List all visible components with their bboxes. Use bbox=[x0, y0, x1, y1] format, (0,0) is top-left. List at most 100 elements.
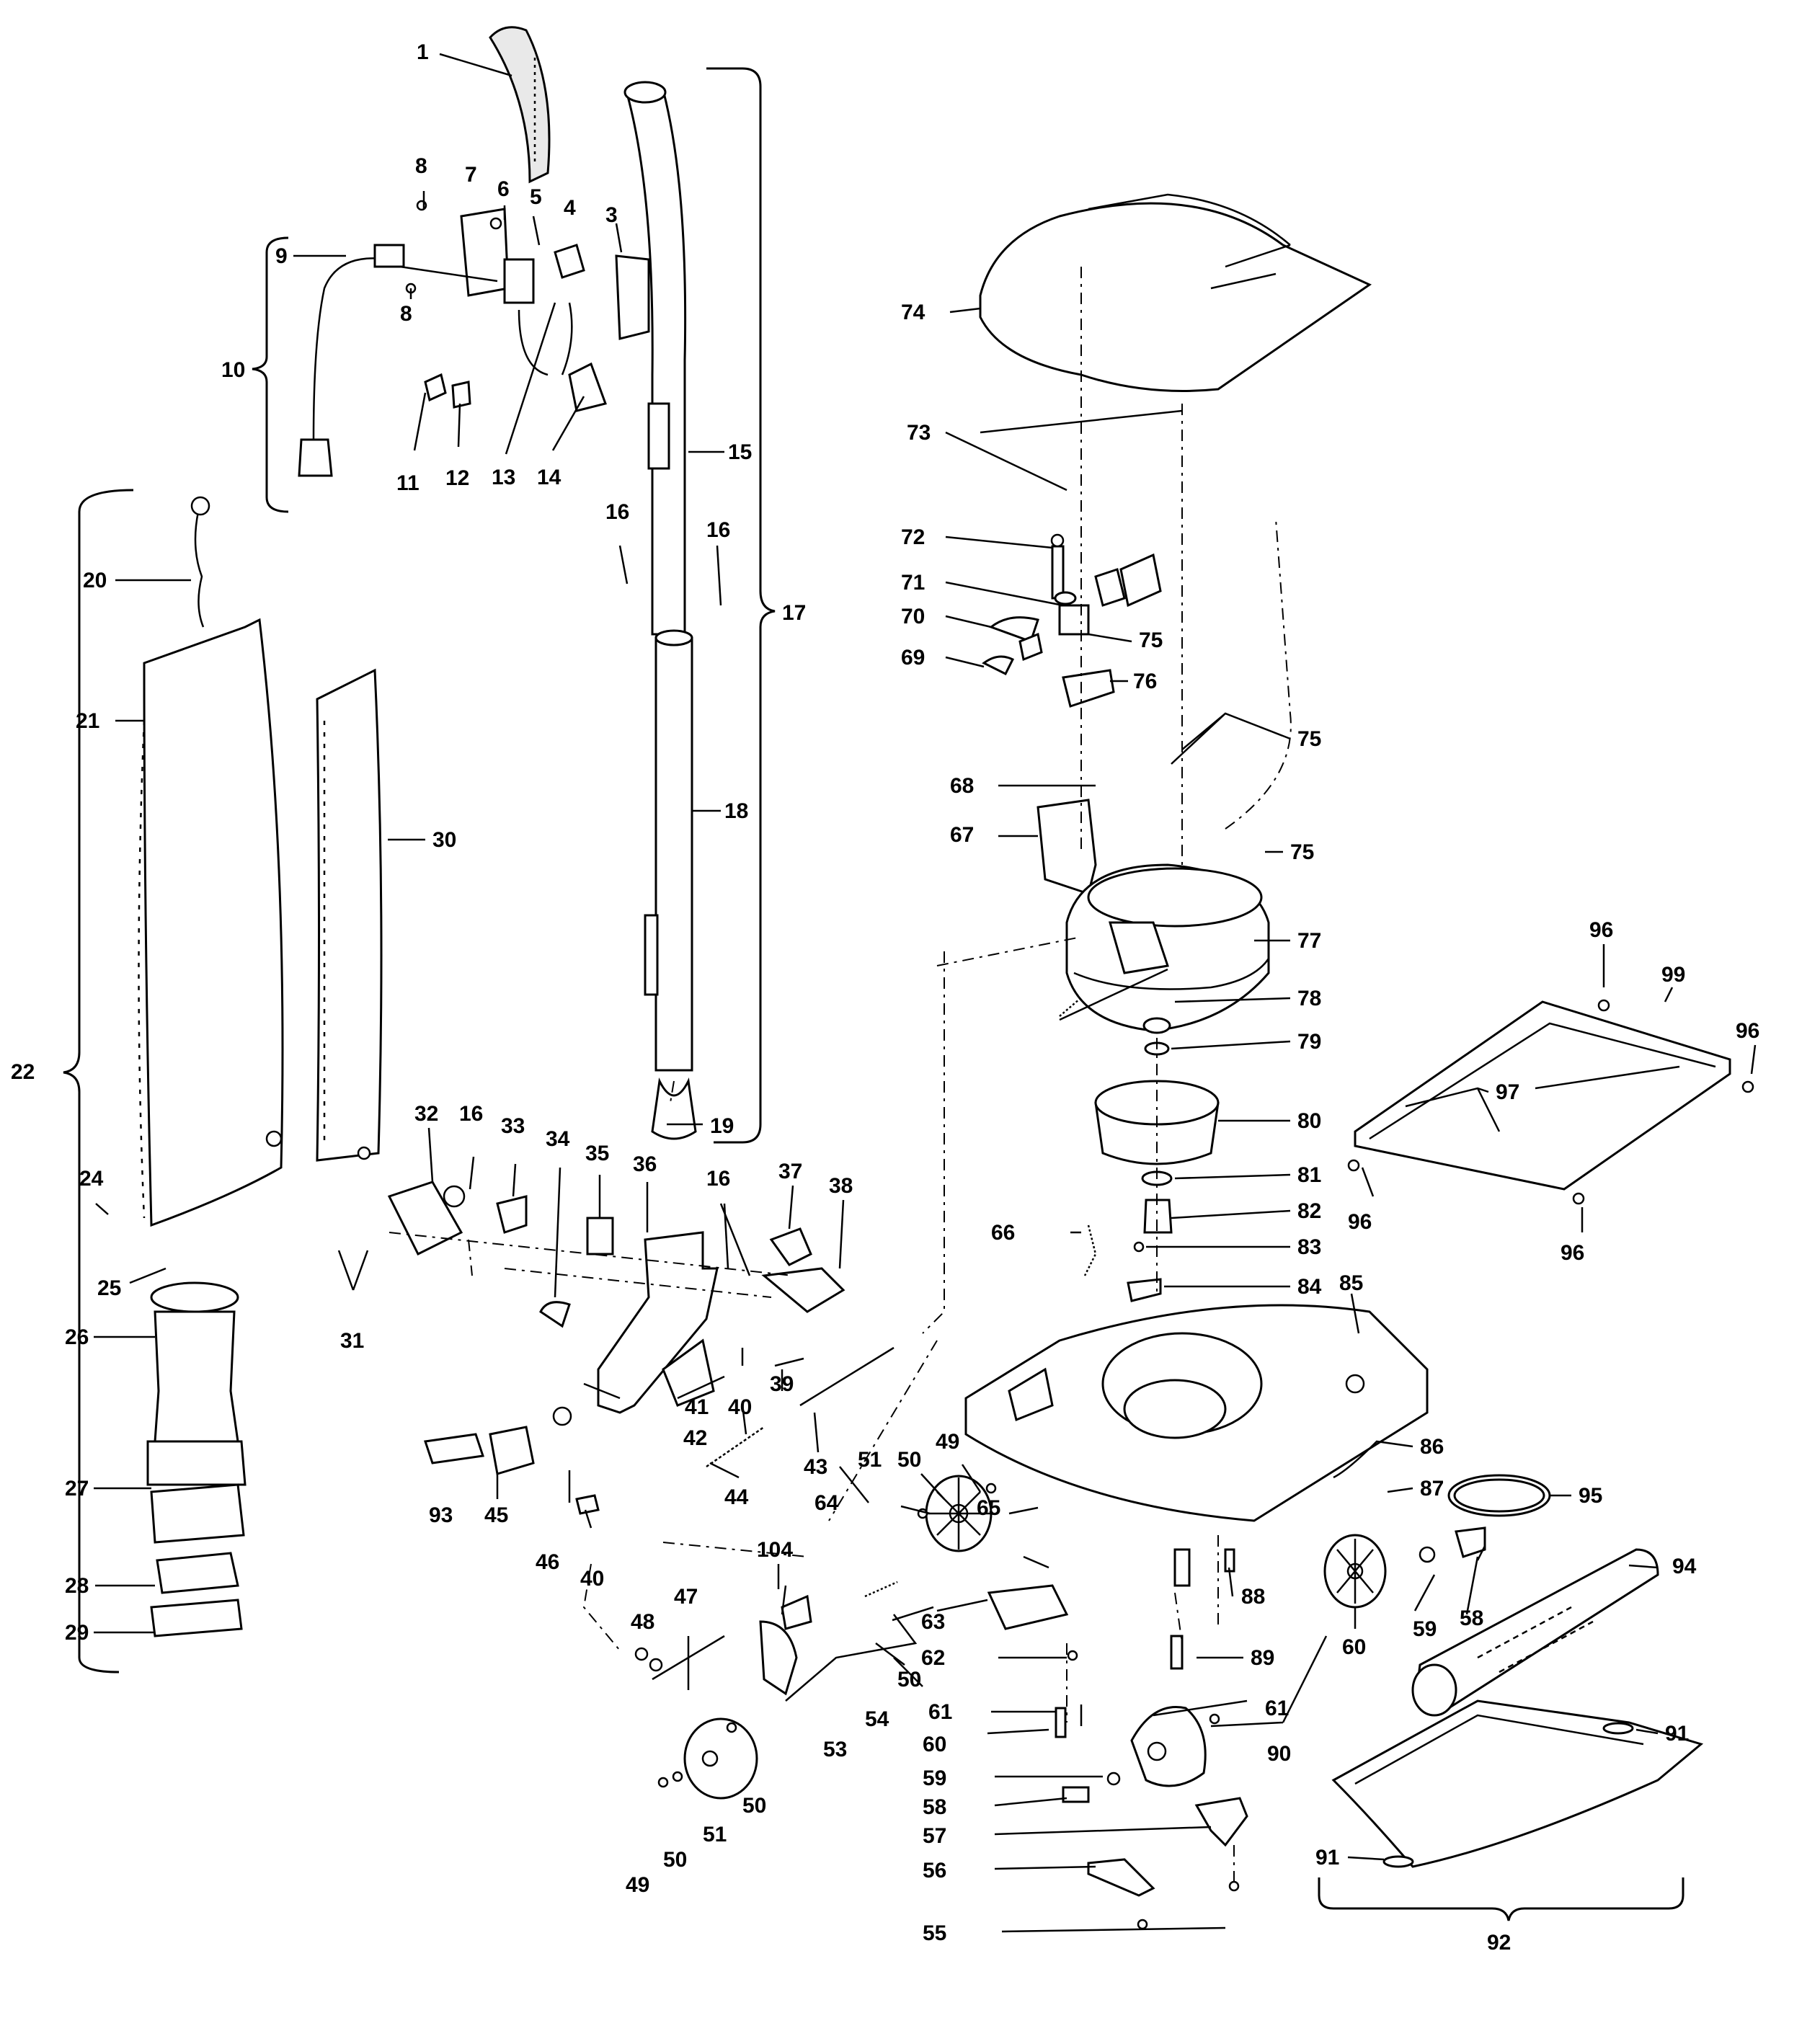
label-77: 77 bbox=[1297, 929, 1321, 953]
label-38: 38 bbox=[829, 1174, 853, 1198]
label-74: 74 bbox=[901, 301, 925, 324]
label-50-top: 50 bbox=[897, 1448, 921, 1472]
label-58-b: 58 bbox=[1460, 1606, 1483, 1630]
label-16-c: 16 bbox=[459, 1102, 483, 1126]
label-49-bottom: 49 bbox=[626, 1873, 649, 1897]
label-56: 56 bbox=[923, 1859, 946, 1883]
label-26: 26 bbox=[65, 1325, 89, 1349]
label-24: 24 bbox=[79, 1167, 104, 1191]
centerline-linkage bbox=[389, 1232, 794, 1276]
label-18: 18 bbox=[724, 799, 748, 823]
centerline-pivot bbox=[468, 1239, 473, 1276]
label-81: 81 bbox=[1297, 1163, 1321, 1187]
label-86: 86 bbox=[1420, 1435, 1444, 1459]
label-35: 35 bbox=[585, 1142, 609, 1165]
label-11: 11 bbox=[396, 471, 420, 495]
label-58-a: 58 bbox=[923, 1795, 946, 1819]
brace-92 bbox=[1318, 1877, 1684, 1921]
label-75-c: 75 bbox=[1290, 840, 1314, 864]
bag-spring bbox=[190, 496, 210, 628]
part-number-labels: 1 3 4 5 6 7 8 8 9 10 11 12 13 14 15 16 1… bbox=[11, 40, 1759, 1955]
label-47: 47 bbox=[674, 1585, 698, 1609]
label-66: 66 bbox=[991, 1221, 1015, 1245]
label-85: 85 bbox=[1339, 1271, 1363, 1295]
centerline-linkage-2 bbox=[504, 1268, 772, 1298]
centerline-link bbox=[936, 936, 1082, 966]
label-30: 30 bbox=[432, 828, 456, 852]
label-37: 37 bbox=[778, 1160, 802, 1183]
label-104: 104 bbox=[757, 1538, 793, 1562]
label-89: 89 bbox=[1251, 1646, 1274, 1670]
label-72: 72 bbox=[901, 525, 925, 549]
label-40-b: 40 bbox=[580, 1567, 604, 1591]
label-67: 67 bbox=[950, 823, 974, 847]
centerline-tube bbox=[670, 1080, 675, 1103]
centerline-wheel-r bbox=[1174, 1592, 1183, 1644]
label-22: 22 bbox=[11, 1060, 35, 1084]
label-9: 9 bbox=[275, 244, 288, 268]
crumb-tray bbox=[1347, 999, 1754, 1205]
centerline-lower bbox=[582, 1563, 621, 1651]
drive-belt bbox=[1447, 1474, 1551, 1517]
label-79: 79 bbox=[1297, 1030, 1321, 1054]
hood-cover bbox=[979, 193, 1372, 392]
label-21: 21 bbox=[76, 709, 99, 733]
label-44: 44 bbox=[724, 1485, 749, 1509]
fan-stack bbox=[1083, 1017, 1220, 1302]
outer-bag bbox=[138, 618, 284, 1227]
label-34: 34 bbox=[546, 1127, 570, 1151]
label-60-a: 60 bbox=[923, 1733, 946, 1756]
label-59-b: 59 bbox=[1413, 1617, 1437, 1641]
label-50-b1: 50 bbox=[742, 1794, 766, 1818]
height-adjust-parts bbox=[987, 1548, 1248, 1930]
label-70: 70 bbox=[901, 605, 925, 628]
label-73: 73 bbox=[907, 421, 931, 445]
label-69: 69 bbox=[901, 646, 925, 670]
label-39: 39 bbox=[770, 1372, 794, 1396]
label-71: 71 bbox=[901, 571, 925, 595]
label-46: 46 bbox=[536, 1550, 559, 1574]
label-19: 19 bbox=[710, 1114, 734, 1138]
agitator-brush bbox=[1411, 1548, 1659, 1717]
label-27: 27 bbox=[65, 1477, 89, 1501]
label-97: 97 bbox=[1496, 1080, 1519, 1104]
label-62: 62 bbox=[921, 1646, 945, 1670]
label-3: 3 bbox=[605, 203, 618, 227]
label-8-top: 8 bbox=[415, 154, 427, 178]
label-16-a: 16 bbox=[605, 500, 629, 524]
pivot-bracket bbox=[387, 1181, 614, 1328]
label-16-b: 16 bbox=[706, 518, 730, 542]
label-93: 93 bbox=[429, 1503, 453, 1527]
label-28: 28 bbox=[65, 1574, 89, 1598]
label-96-b: 96 bbox=[1736, 1019, 1759, 1043]
label-91-b: 91 bbox=[1315, 1846, 1339, 1870]
label-41: 41 bbox=[685, 1395, 709, 1419]
label-90: 90 bbox=[1267, 1742, 1291, 1766]
label-6: 6 bbox=[497, 177, 510, 201]
label-96-d: 96 bbox=[1561, 1241, 1584, 1265]
label-75-a: 75 bbox=[1139, 628, 1163, 652]
label-13: 13 bbox=[492, 466, 515, 489]
label-88: 88 bbox=[1241, 1585, 1265, 1609]
label-32: 32 bbox=[414, 1102, 438, 1126]
power-cord bbox=[298, 244, 405, 477]
label-25: 25 bbox=[97, 1276, 121, 1300]
rear-wheel-left bbox=[917, 1475, 997, 1552]
axle-and-wheels-left bbox=[634, 1581, 918, 1800]
label-61-a: 61 bbox=[928, 1700, 952, 1724]
label-82: 82 bbox=[1297, 1199, 1321, 1223]
label-50-mid: 50 bbox=[897, 1668, 921, 1692]
label-7: 7 bbox=[465, 163, 477, 187]
label-76: 76 bbox=[1133, 670, 1157, 693]
label-61-b: 61 bbox=[1265, 1697, 1289, 1720]
motor-assembly bbox=[1036, 799, 1270, 1032]
label-42: 42 bbox=[683, 1426, 707, 1450]
label-50-b2: 50 bbox=[663, 1848, 687, 1872]
label-40-a: 40 bbox=[728, 1395, 752, 1419]
label-87: 87 bbox=[1420, 1477, 1444, 1501]
label-60-b: 60 bbox=[1342, 1635, 1366, 1659]
brace-10 bbox=[252, 236, 289, 513]
label-1: 1 bbox=[417, 40, 429, 64]
handle-tube-upper bbox=[623, 81, 687, 636]
label-65: 65 bbox=[977, 1496, 1000, 1520]
